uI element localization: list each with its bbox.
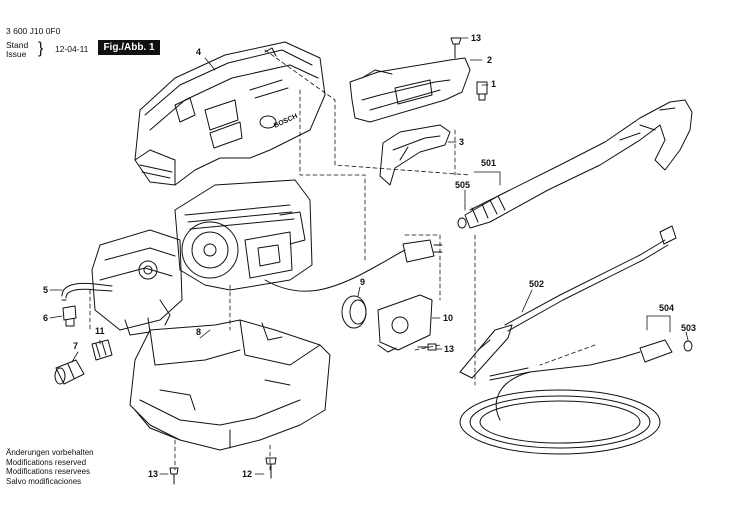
lance-part-502 xyxy=(459,225,677,379)
callout-503: 503 xyxy=(681,323,697,333)
callout-2: 2 xyxy=(487,55,493,65)
top-cover-part-4 xyxy=(134,41,326,186)
issue-date: 12-04-11 xyxy=(55,44,89,54)
handle-part-2 xyxy=(349,57,471,123)
assembly-guide-lines xyxy=(89,44,596,471)
inlet-coupling-part-7 xyxy=(54,359,85,385)
callout-6: 6 xyxy=(43,313,49,323)
brace: } xyxy=(38,40,44,57)
callout-501: 501 xyxy=(481,158,497,168)
callout-504: 504 xyxy=(659,303,675,313)
callout-4: 4 xyxy=(196,47,202,57)
note-en: Modifications reserved xyxy=(6,457,87,467)
inlet-filter-part-11 xyxy=(91,339,113,361)
callout-12: 12 xyxy=(242,469,253,479)
callout-5: 5 xyxy=(43,285,49,295)
base-housing-part-8 xyxy=(129,319,331,451)
bracket-part-3 xyxy=(379,124,451,186)
stand-label: Stand xyxy=(6,40,29,50)
callout-10: 10 xyxy=(443,313,454,323)
callout-11: 11 xyxy=(95,326,105,336)
holder-panel-part-10 xyxy=(377,294,433,353)
figure-label: Fig./Abb. 1 xyxy=(98,40,160,55)
document-number: 3 600 J10 0F0 xyxy=(6,26,61,36)
seal-ring-part-503 xyxy=(683,340,693,352)
inlet-hose-part-5-6 xyxy=(61,282,113,327)
cap-part-9 xyxy=(341,295,367,329)
callout-8: 8 xyxy=(196,327,202,337)
seal-ring-part-505 xyxy=(457,217,467,229)
modification-notes: Änderungen vorbehalten Modifications res… xyxy=(6,448,94,486)
callout-505: 505 xyxy=(455,180,471,190)
power-cord xyxy=(264,239,443,292)
issue-label: Issue xyxy=(6,49,27,59)
bosch-logo: BOSCH xyxy=(273,113,299,130)
callout-13-top: 13 xyxy=(471,33,482,43)
callout-7: 7 xyxy=(73,341,79,351)
callout-leaders xyxy=(49,37,689,475)
callout-1: 1 xyxy=(491,79,497,89)
callout-13-mid: 13 xyxy=(444,344,455,354)
note-es: Salvo modificaciones xyxy=(6,476,82,486)
hose-part-504 xyxy=(459,339,673,455)
note-fr: Modifications reservees xyxy=(6,467,91,476)
callout-3: 3 xyxy=(459,137,465,147)
spray-gun-part-501 xyxy=(464,99,693,229)
callout-502: 502 xyxy=(529,279,545,289)
note-de: Änderungen vorbehalten xyxy=(6,448,94,457)
motor-pump-assembly xyxy=(91,179,313,336)
screws xyxy=(169,37,488,485)
callout-9: 9 xyxy=(360,277,366,287)
callout-13-bottom: 13 xyxy=(148,469,159,479)
